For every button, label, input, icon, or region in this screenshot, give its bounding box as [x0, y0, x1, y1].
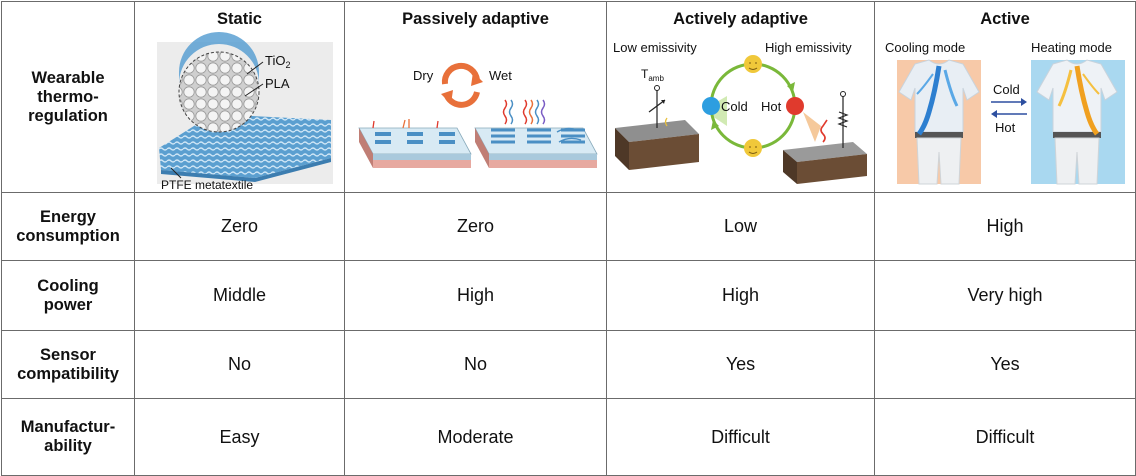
cell-sensor-actively: Yes: [606, 330, 875, 399]
hot-arrow-label: Hot: [995, 120, 1016, 135]
row-header-manufacturability: Manufactur- ability: [1, 398, 135, 476]
cell-manufacturability-actively: Difficult: [606, 398, 875, 476]
cell-energy-static: Zero: [134, 192, 345, 261]
col-title-passively-adaptive: Passively adaptive: [402, 10, 549, 28]
cell-energy-active: High: [874, 192, 1136, 261]
dry-label: Dry: [413, 68, 434, 83]
tio2-label: TiO2: [265, 53, 290, 70]
row-header-sensor-compatibility: Sensor compatibility: [1, 330, 135, 399]
row-header-cooling-power: Cooling power: [1, 260, 135, 331]
row-header-energy-consumption: Energy consumption: [1, 192, 135, 261]
cell-manufacturability-active: Difficult: [874, 398, 1136, 476]
cell-cooling-static: Middle: [134, 260, 345, 331]
high-emissivity-label: High emissivity: [765, 40, 852, 55]
cycle-arrows-icon: [441, 62, 483, 108]
pla-label: PLA: [265, 76, 290, 91]
col-header-actively-adaptive: Actively adaptive Low emissivity High em…: [606, 1, 875, 193]
textile-sheet: [159, 114, 331, 178]
sun-icon-top: [744, 55, 762, 73]
cell-sensor-passive: No: [344, 330, 607, 399]
low-emissivity-label: Low emissivity: [613, 40, 697, 55]
wet-textile-panel: [474, 99, 598, 168]
low-emissivity-block: Tamb: [615, 67, 727, 170]
cell-energy-passive: Zero: [344, 192, 607, 261]
cooling-mode-label: Cooling mode: [885, 40, 965, 55]
col-header-static: Static T: [134, 1, 345, 193]
static-illustration: TiO2 PLA PTFE metatextile: [157, 32, 333, 192]
row-cooling-power: Cooling power Middle High High Very high: [1, 260, 1136, 331]
tamb-label: Tamb: [641, 67, 664, 83]
hot-label: Hot: [761, 99, 782, 114]
col-header-passively-adaptive: Passively adaptive Dry Wet: [344, 1, 607, 193]
cold-label: Cold: [721, 99, 748, 114]
emissivity-cycle: Cold Hot: [702, 55, 804, 157]
zoom-circle: [178, 51, 260, 133]
row-sensor-compatibility: Sensor compatibility No No Yes Yes: [1, 330, 1136, 399]
col-title-actively-adaptive: Actively adaptive: [673, 10, 808, 28]
cell-energy-actively: Low: [606, 192, 875, 261]
row-energy-consumption: Energy consumption Zero Zero Low High: [1, 192, 1136, 261]
actively-adaptive-illustration: Low emissivity High emissivity Tamb: [613, 40, 867, 184]
cell-cooling-passive: High: [344, 260, 607, 331]
mode-switch-arrows: Cold Hot: [991, 82, 1027, 135]
col-header-active: Active Cooling mode Heating mode Cold: [874, 1, 1136, 193]
cooling-shirt-icon: [897, 59, 981, 185]
col-title-active: Active: [980, 10, 1030, 28]
row-header-wearable-thermoregulation: Wearable thermo- regulation: [1, 1, 135, 193]
cell-manufacturability-static: Easy: [134, 398, 345, 476]
heating-shirt-icon: [1031, 59, 1125, 185]
hot-face-icon: [786, 97, 804, 115]
cold-face-icon: [702, 97, 720, 115]
cell-cooling-active: Very high: [874, 260, 1136, 331]
dry-textile-panel: [358, 119, 472, 168]
col-title-static: Static: [217, 10, 262, 28]
cell-sensor-static: No: [134, 330, 345, 399]
active-illustration: Cooling mode Heating mode Cold: [885, 40, 1125, 185]
row-manufacturability: Manufactur- ability Easy Moderate Diffic…: [1, 398, 1136, 476]
ptfe-caption: PTFE metatextile: [161, 178, 253, 192]
cell-cooling-actively: High: [606, 260, 875, 331]
passive-illustration: Dry Wet: [358, 62, 598, 168]
sun-icon-bottom: [744, 139, 762, 157]
wet-label: Wet: [489, 68, 512, 83]
high-emissivity-block: [783, 91, 867, 184]
cell-manufacturability-passive: Moderate: [344, 398, 607, 476]
cold-arrow-label: Cold: [993, 82, 1020, 97]
header-row: Wearable thermo- regulation Static: [1, 1, 1136, 193]
cell-sensor-active: Yes: [874, 330, 1136, 399]
heating-mode-label: Heating mode: [1031, 40, 1112, 55]
